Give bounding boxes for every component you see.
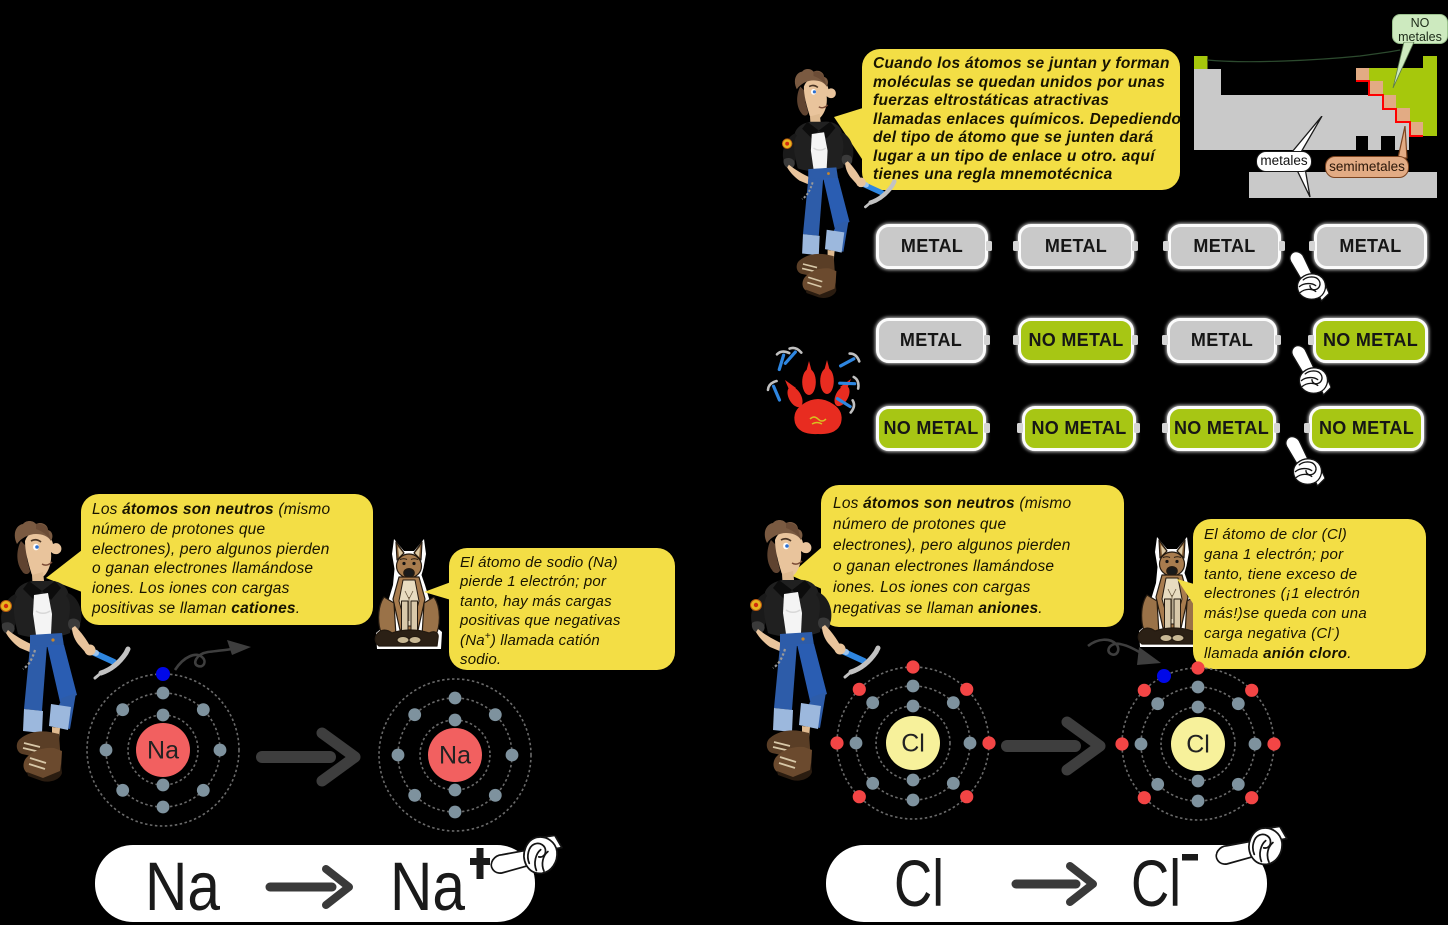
svg-text:Cl: Cl (1131, 846, 1181, 920)
svg-text:Na: Na (145, 848, 221, 925)
svg-text:Na: Na (390, 848, 466, 925)
svg-text:Cl: Cl (894, 846, 944, 920)
